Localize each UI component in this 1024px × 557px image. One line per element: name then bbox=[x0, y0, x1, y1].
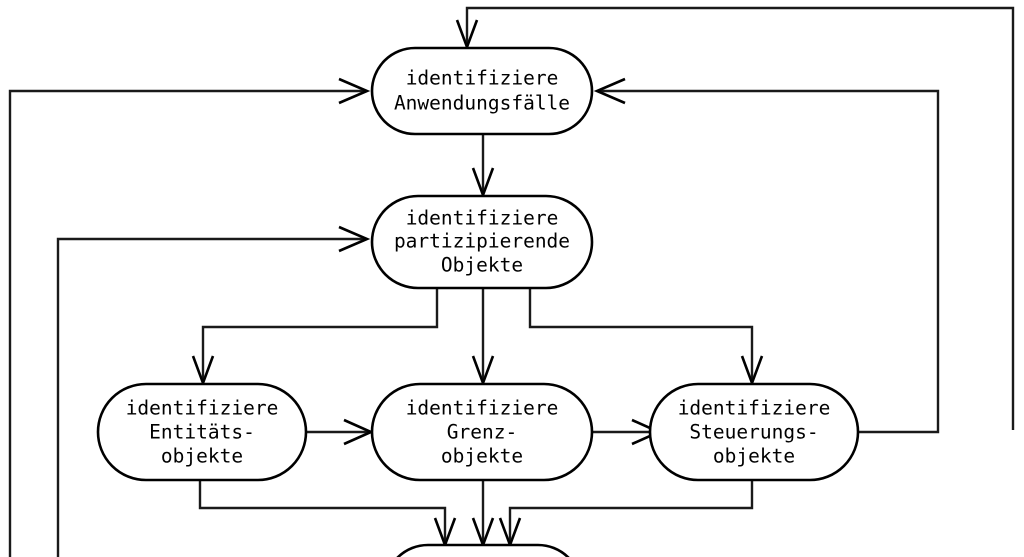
edge-partizipierende-to-entitaets bbox=[191, 288, 439, 387]
edge-partizipierende-to-steuerungs bbox=[528, 288, 764, 387]
node-label-line-2: Anwendungsfälle bbox=[394, 92, 570, 115]
node-shape bbox=[396, 543, 570, 557]
edge-grenz-to-bottom bbox=[471, 480, 495, 549]
edge-entitaets-to-grenz bbox=[304, 418, 375, 446]
node-shape bbox=[648, 382, 860, 482]
node-identifiziere-entitaetsobjekte[interactable]: identifiziere Entitäts- objekte bbox=[96, 382, 308, 482]
edges-layer bbox=[8, 6, 1015, 557]
edge-path bbox=[508, 480, 754, 542]
node-shape bbox=[370, 46, 594, 136]
edge-path bbox=[56, 237, 364, 557]
node-label-line-1: identifiziere bbox=[406, 397, 559, 420]
edge-path bbox=[528, 288, 754, 380]
node-label-line-2: Grenz- bbox=[447, 421, 517, 444]
node-shape bbox=[370, 194, 594, 290]
arrow-head-icon bbox=[338, 225, 371, 253]
edge-path bbox=[600, 89, 940, 434]
edge-entitaets-to-bottom bbox=[198, 480, 457, 549]
node-identifiziere-steuerungsobjekte[interactable]: identifiziere Steuerungs- objekte bbox=[648, 382, 860, 482]
feedback-left-outer-to-anwendungsfaelle-left bbox=[8, 77, 371, 557]
node-label-line-2: partizipierende bbox=[394, 230, 570, 253]
edge-anwendungsfaelle-to-partizipierende bbox=[471, 133, 495, 199]
node-label-line-1: identifiziere bbox=[406, 67, 559, 90]
arrow-head-icon bbox=[593, 77, 626, 105]
node-label-line-1: identifiziere bbox=[126, 397, 279, 420]
edge-path bbox=[201, 288, 439, 380]
node-identifiziere-partizipierende-objekte[interactable]: identifiziere partizipierende Objekte bbox=[370, 194, 594, 290]
edge-path bbox=[8, 89, 364, 557]
edge-path bbox=[198, 480, 447, 542]
feedback-steuerungs-to-anwendungsfaelle bbox=[593, 77, 940, 434]
node-identifiziere-grenzobjekte[interactable]: identifiziere Grenz- objekte bbox=[370, 382, 594, 482]
arrow-head-icon bbox=[338, 77, 371, 105]
node-label-line-1: identifiziere bbox=[678, 397, 831, 420]
node-label-line-3: objekte bbox=[713, 445, 795, 468]
edge-steuerungs-to-bottom bbox=[498, 480, 754, 549]
node-identifiziere-anwendungsfaelle[interactable]: identifiziere Anwendungsfälle bbox=[370, 46, 594, 136]
node-label-line-2: Steuerungs- bbox=[689, 421, 818, 444]
node-label-line-3: objekte bbox=[161, 445, 243, 468]
node-label-line-2: Entitäts- bbox=[149, 421, 255, 444]
node-label-line-3: Objekte bbox=[441, 254, 523, 277]
node-label-line-1: identifiziere bbox=[406, 207, 559, 230]
nodes-layer: identifiziere Anwendungsfälle identifizi… bbox=[96, 46, 860, 557]
feedback-left-inner-to-partizipierende-left bbox=[56, 225, 371, 557]
node-shape bbox=[370, 382, 594, 482]
node-bottom-node-cropped[interactable] bbox=[385, 543, 581, 557]
edge-path bbox=[465, 6, 1015, 430]
node-shape bbox=[96, 382, 308, 482]
edge-partizipierende-to-grenz bbox=[471, 288, 495, 387]
node-label-line-3: objekte bbox=[441, 445, 523, 468]
